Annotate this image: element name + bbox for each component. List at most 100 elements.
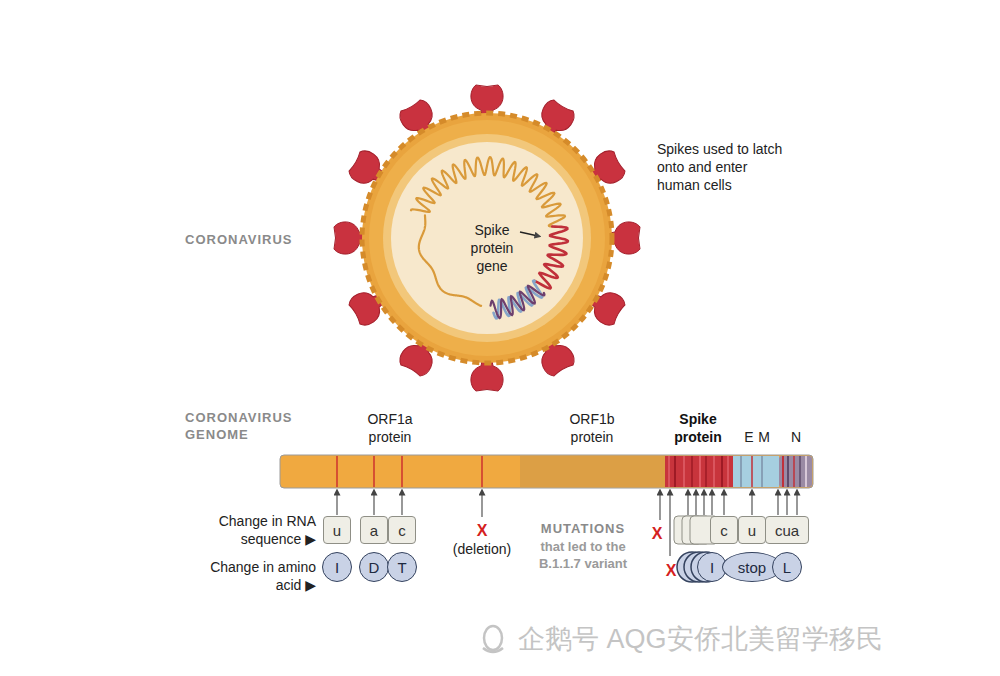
region-label: M <box>758 429 770 447</box>
genome-bar <box>280 455 813 488</box>
leader-arrow <box>687 492 688 515</box>
node-text: cua <box>775 522 799 539</box>
rna-segment <box>535 227 568 289</box>
region-label: ORF1a protein <box>354 411 426 447</box>
em-region <box>733 456 779 487</box>
leader-arrow <box>796 492 797 515</box>
rna-segment <box>419 215 481 305</box>
virus-envelope <box>362 113 612 363</box>
node-text: c <box>720 522 728 539</box>
mutation-stripe <box>373 456 374 487</box>
mutation-stripe <box>683 456 685 487</box>
rna-base-box: a <box>360 516 388 544</box>
mutation-stripe <box>761 456 763 487</box>
spike-region <box>665 456 733 487</box>
leader-arrow <box>695 492 696 515</box>
mutation-stripe <box>481 456 482 487</box>
mutation-stripe <box>740 456 742 487</box>
mutation-stripe <box>805 456 807 487</box>
mutation-stripes <box>337 456 806 487</box>
mutation-stripe <box>705 456 707 487</box>
mutation-stripe <box>668 456 670 487</box>
rna-base-box: cua <box>765 516 809 544</box>
leader-arrow <box>659 492 660 520</box>
node-text: u <box>333 522 341 539</box>
watermark-icon-body <box>484 626 502 650</box>
mutation-stripe <box>336 456 337 487</box>
mutation-stripe <box>401 456 402 487</box>
deletion-note: (deletion) <box>453 541 511 559</box>
virus-membrane <box>383 134 591 342</box>
gene-pointer <box>520 232 538 236</box>
gene-label: Spike protein gene <box>462 222 522 276</box>
leader-arrow <box>723 492 724 515</box>
leader-arrow <box>481 492 482 517</box>
row-label: Change in amino acid ▶ <box>204 559 316 595</box>
watermark-icon <box>483 626 503 652</box>
leader-arrow <box>669 492 670 556</box>
amino-acid-circle: I <box>322 552 352 582</box>
virus-envelope-inner <box>369 120 605 356</box>
node-text: u <box>748 522 756 539</box>
node-text: a <box>370 522 378 539</box>
node-text: T <box>397 559 406 576</box>
amino-acid-circle: L <box>772 552 802 582</box>
leader-arrow <box>751 492 752 515</box>
region-label: ORF1b protein <box>556 411 628 447</box>
region-label: N <box>791 429 801 447</box>
deletion-mark: X <box>477 521 488 541</box>
node-text: I <box>335 559 339 576</box>
node-text: c <box>398 522 406 539</box>
leader-arrow <box>336 492 337 515</box>
node-text: I <box>710 559 714 576</box>
region-label: Spike protein <box>667 411 729 447</box>
mutation-heading: MUTATIONS <box>541 521 625 538</box>
amino-acid-circle: T <box>387 552 417 582</box>
node-text: L <box>783 559 791 576</box>
mutation-stripe <box>787 456 789 487</box>
callout-note: Spikes used to latch onto and enter huma… <box>657 141 789 195</box>
row-label: Change in RNA sequence ▶ <box>204 513 316 549</box>
rna-base-box: u <box>738 516 766 544</box>
mutation-note: that led to the B.1.1.7 variant <box>527 539 639 572</box>
rna-segment <box>411 157 565 226</box>
rna-base-box: c <box>388 516 416 544</box>
region-label: E <box>744 429 753 447</box>
mutation-stripe <box>799 456 801 487</box>
leader-arrow <box>777 492 778 515</box>
mutation-stripe <box>793 456 795 487</box>
orf1b-region <box>520 456 665 487</box>
virus-core <box>391 142 583 334</box>
amino-acid-circle: D <box>359 552 389 582</box>
watermark: 企鹅号 AQG安侨北美留学移民 <box>518 622 883 657</box>
rna-strand <box>411 157 568 318</box>
watermark-icon-feet <box>483 648 503 652</box>
section-heading: CORONAVIRUS <box>185 232 293 249</box>
rna-base-box: c <box>710 516 738 544</box>
rna-base-box: u <box>323 516 351 544</box>
node-text: D <box>369 559 380 576</box>
node-text: stop <box>738 559 766 576</box>
n-region <box>779 456 812 487</box>
mutation-stripe <box>751 456 753 487</box>
mutation-stripe <box>782 456 784 487</box>
mutation-stripe <box>674 456 676 487</box>
rna-segment <box>491 286 545 318</box>
spikes <box>334 85 640 391</box>
mutation-stripe <box>727 456 729 487</box>
deletion-mark: X <box>666 561 677 581</box>
mutation-stripe <box>721 456 723 487</box>
leader-arrow <box>711 492 712 515</box>
leader-arrow <box>703 492 704 515</box>
leader-arrow <box>401 492 402 515</box>
mutation-stripe <box>713 456 715 487</box>
leader-arrow <box>786 492 787 515</box>
mutation-stripe <box>699 456 701 487</box>
leader-arrow <box>373 492 374 515</box>
deletion-mark: X <box>652 524 663 544</box>
mutation-stripe <box>691 456 693 487</box>
section-heading: CORONAVIRUS GENOME <box>185 410 303 443</box>
